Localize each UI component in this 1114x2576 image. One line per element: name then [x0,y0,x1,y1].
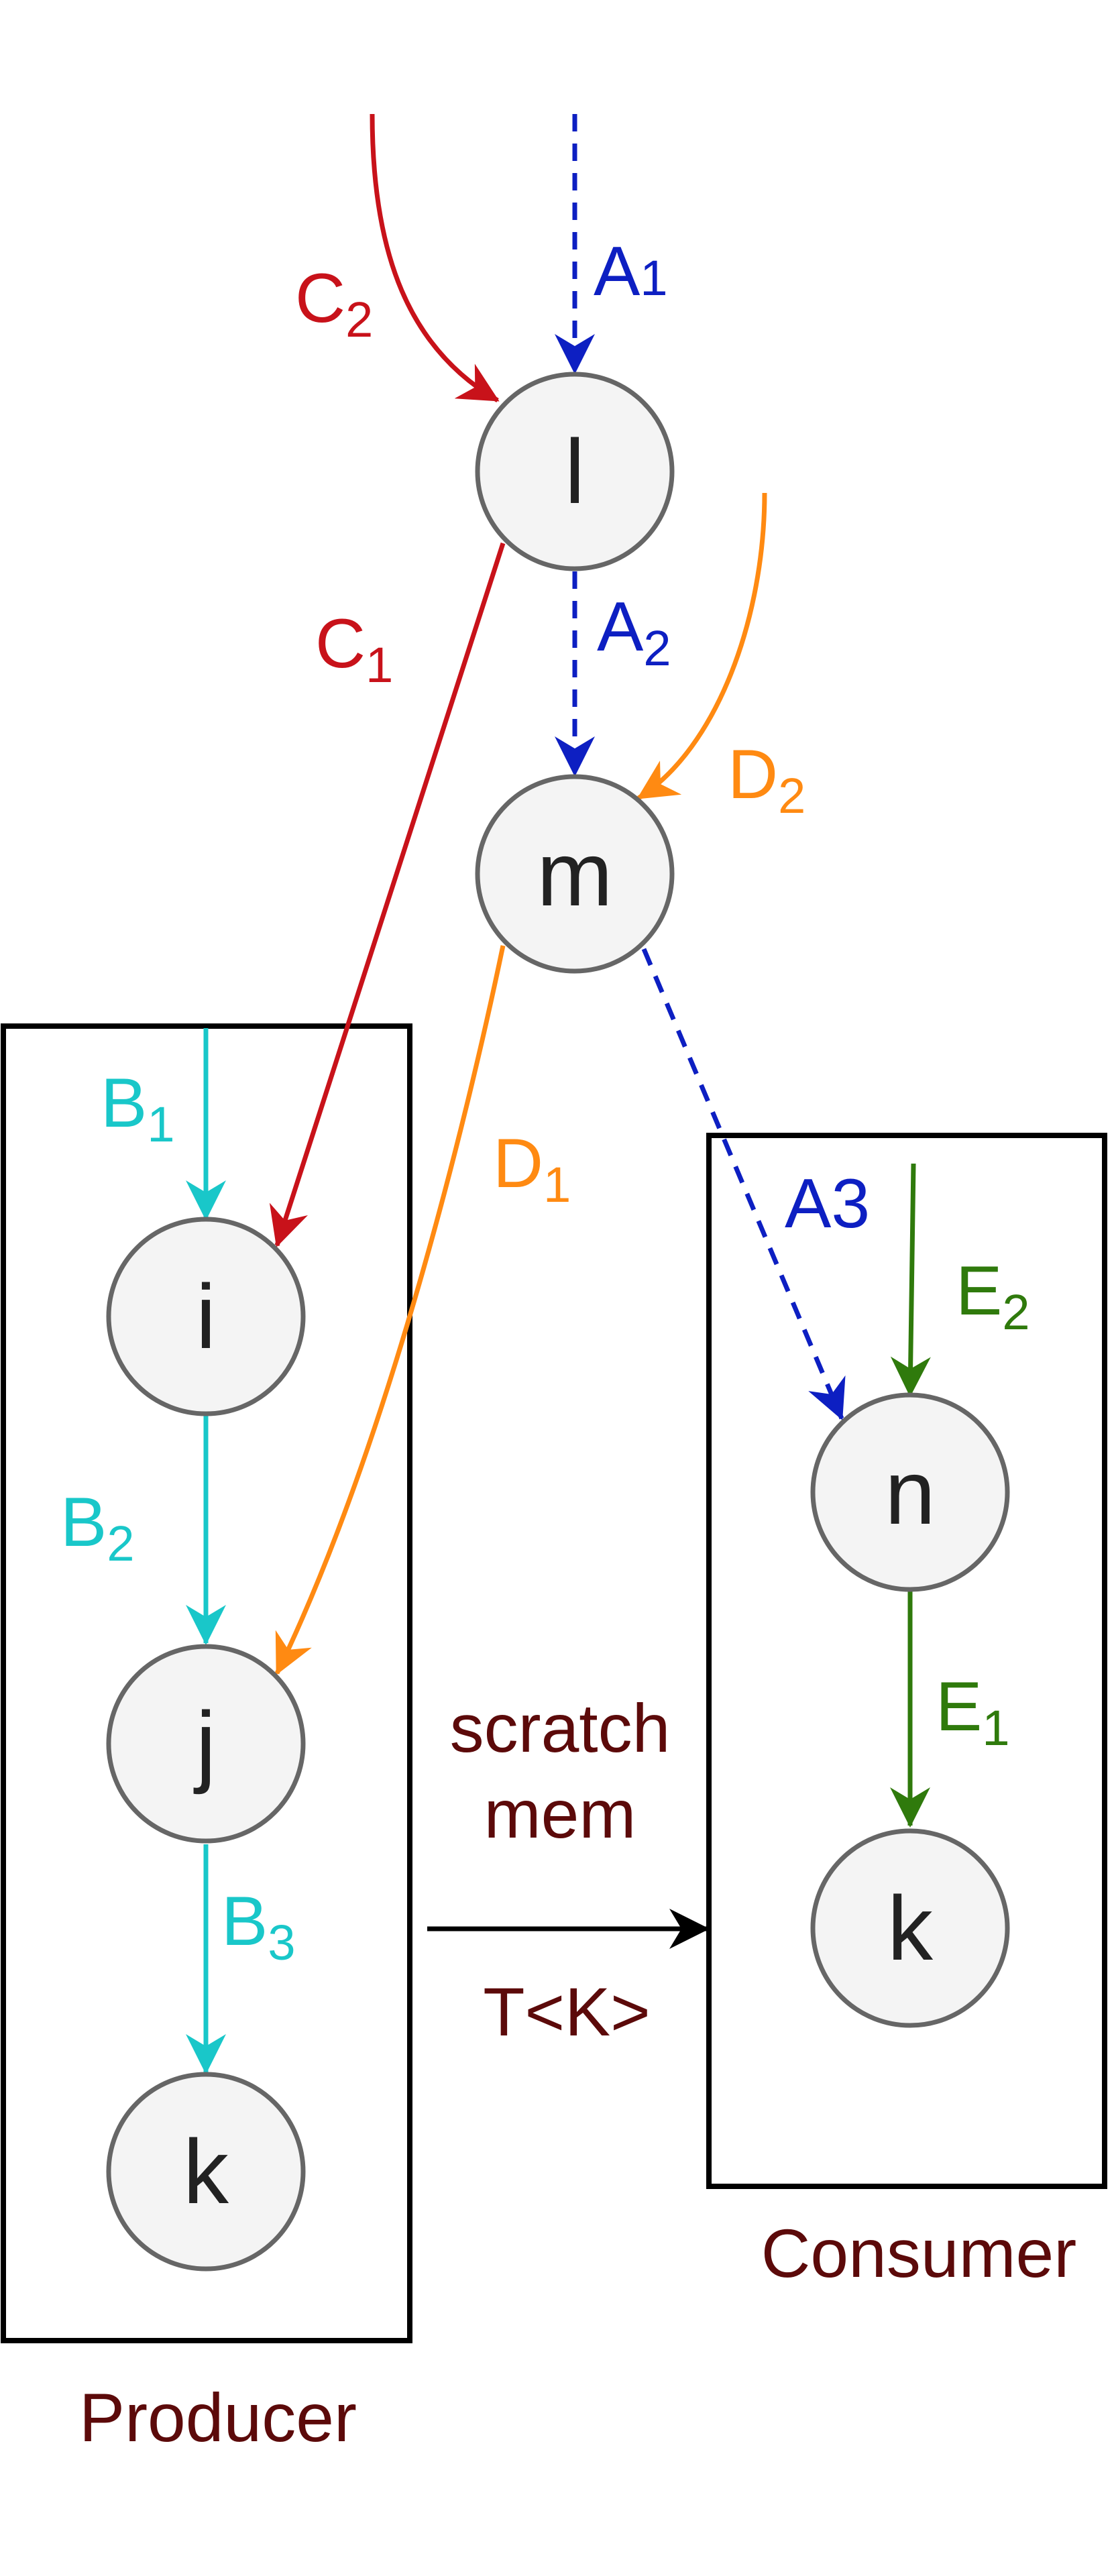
consumer-box [706,1133,1107,2189]
node-m-label: m [537,823,612,925]
label-e1: E1 [936,1668,1010,1756]
transfer-type-label: T<K> [483,1974,650,2050]
edge-c2 [370,113,500,403]
node-k-producer: k [106,2072,306,2272]
label-b3: B3 [221,1883,296,1970]
node-m: m [475,774,675,974]
label-a3: A3 [785,1165,870,1243]
label-d1: D1 [493,1125,571,1213]
label-b2: B2 [60,1483,135,1571]
node-j: j [106,1644,306,1844]
transfer-label-scratch: scratch [450,1690,671,1767]
edge-d1 [274,945,506,1675]
label-c2: C2 [295,260,373,347]
label-d2: D2 [728,736,805,824]
node-j-label: j [193,1693,216,1795]
node-l: l [475,372,675,571]
label-b1: B1 [101,1064,175,1152]
label-a1: A1 [594,233,668,311]
node-k-producer-label: k [183,2121,229,2223]
consumer-caption: Consumer [761,2215,1077,2292]
producer-box [1,1023,412,2343]
label-a2: A2 [597,588,671,676]
edge-a3 [641,948,846,1420]
node-n: n [810,1392,1010,1592]
label-c1: C1 [315,605,393,693]
node-k-consumer: k [810,1828,1010,2028]
producer-caption: Producer [79,2379,357,2456]
node-n-label: n [885,1441,936,1543]
node-k-consumer-label: k [887,1877,934,1979]
edge-c1 [269,542,506,1247]
edge-e2 [890,1163,931,1397]
label-e2: E2 [956,1252,1030,1340]
node-i: i [106,1217,306,1416]
edge-d2 [636,492,767,800]
node-l-label: l [565,421,585,522]
transfer-label-mem: mem [484,1776,636,1852]
node-i-label: i [196,1266,216,1367]
